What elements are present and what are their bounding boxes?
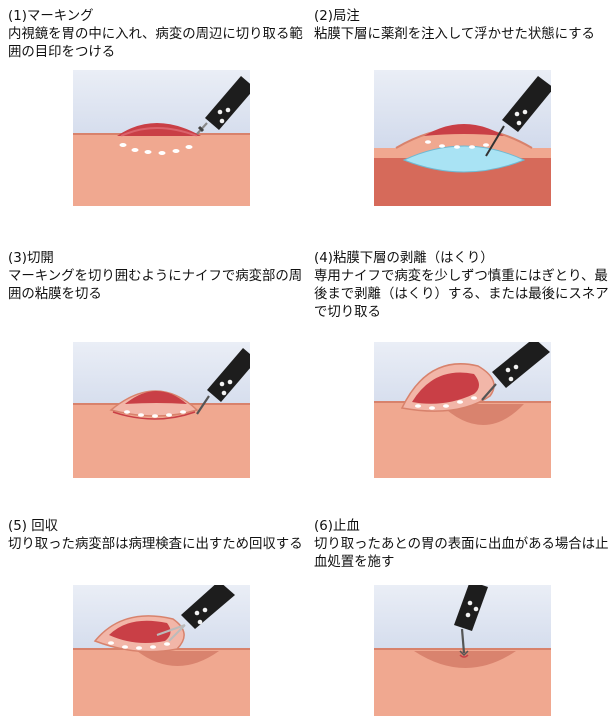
dissection-illustration xyxy=(374,342,551,478)
stomach-wall xyxy=(73,134,250,206)
step-title: (3)切開 xyxy=(8,250,308,268)
step-description: 切り取ったあとの胃の表面に出血がある場合は止血処置を施す xyxy=(314,536,613,572)
injection-illustration xyxy=(374,70,551,206)
step-description: 専用ナイフで病変を少しずつ慎重にはぎとり、最後まで剥離（はくり）する、または最後… xyxy=(314,268,613,322)
step-description: 内視鏡を胃の中に入れ、病変の周辺に切り取る範囲の目印をつける xyxy=(8,26,308,62)
step-title: (1)マーキング xyxy=(8,8,308,26)
step-description: マーキングを切り囲むようにナイフで病変部の周囲の粘膜を切る xyxy=(8,268,308,304)
step-2-injection: (2)局注 粘膜下層に薬剤を注入して浮かせた状態にする xyxy=(314,8,613,44)
incision-illustration xyxy=(73,342,250,478)
step-1-marking: (1)マーキング 内視鏡を胃の中に入れ、病変の周辺に切り取る範囲の目印をつける xyxy=(8,8,308,62)
retrieval-illustration xyxy=(73,585,250,716)
step-title: (5) 回収 xyxy=(8,518,308,536)
step-description: 切り取った病変部は病理検査に出すため回収する xyxy=(8,536,308,554)
step-title: (4)粘膜下層の剥離（はくり） xyxy=(314,250,613,268)
step-title: (6)止血 xyxy=(314,518,613,536)
hemostasis-illustration xyxy=(374,585,551,716)
step-5-retrieval: (5) 回収 切り取った病変部は病理検査に出すため回収する xyxy=(8,518,308,554)
step-6-hemostasis: (6)止血 切り取ったあとの胃の表面に出血がある場合は止血処置を施す xyxy=(314,518,613,572)
step-3-incision: (3)切開 マーキングを切り囲むようにナイフで病変部の周囲の粘膜を切る xyxy=(8,250,308,304)
step-title: (2)局注 xyxy=(314,8,613,26)
step-4-dissection: (4)粘膜下層の剥離（はくり） 専用ナイフで病変を少しずつ慎重にはぎとり、最後ま… xyxy=(314,250,613,322)
step-description: 粘膜下層に薬剤を注入して浮かせた状態にする xyxy=(314,26,613,44)
marking-illustration xyxy=(73,70,250,206)
